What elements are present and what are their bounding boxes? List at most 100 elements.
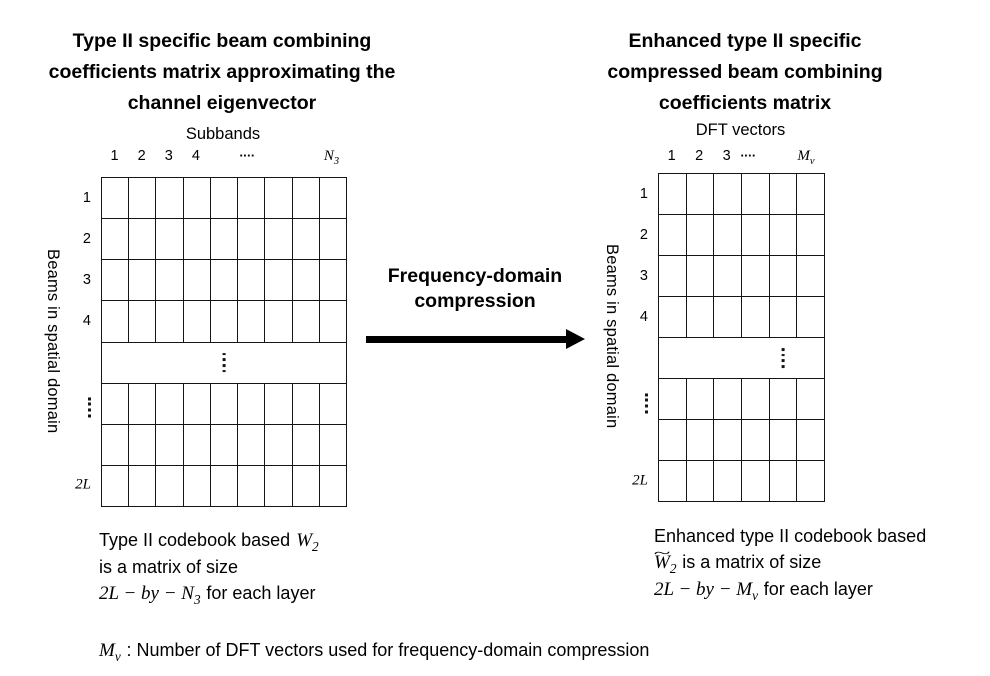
matrix-cell — [714, 215, 743, 255]
math-W2: W2 — [296, 530, 319, 554]
matrix-cell — [238, 260, 266, 301]
caption-text: is a matrix of size — [99, 557, 239, 577]
matrix-cell — [770, 256, 798, 296]
matrix-cell — [129, 178, 157, 219]
footnote: Mv: Number of DFT vectors used for frequ… — [99, 640, 650, 663]
matrix-cell — [320, 301, 346, 341]
matrix-cell — [742, 420, 770, 460]
matrix-cell — [293, 424, 320, 465]
matrix-cell — [320, 219, 346, 259]
matrix-row — [102, 260, 346, 302]
matrix-cell — [238, 178, 266, 219]
matrix-cell — [742, 256, 770, 296]
matrix-row — [659, 256, 824, 297]
right-row-label-4: 4 — [639, 308, 648, 325]
matrix-cell — [102, 260, 130, 301]
matrix-cell — [293, 383, 320, 424]
matrix-cell — [156, 465, 184, 506]
matrix-row — [102, 465, 346, 506]
matrix-row — [102, 424, 346, 466]
math-subscript: 2 — [312, 538, 319, 554]
matrix-cell — [320, 178, 346, 218]
math-W2-tilde: W~2 — [654, 546, 677, 576]
compression-label-line: compression — [414, 290, 536, 312]
left-col-label-last: N3 — [324, 148, 340, 167]
matrix-cell — [211, 424, 239, 465]
matrix-cell — [742, 461, 770, 501]
matrix-cell — [265, 260, 293, 301]
matrix-cell — [714, 297, 743, 337]
matrix-cell — [742, 174, 770, 214]
left-row-label-2: 2 — [82, 230, 91, 247]
left-coefficients-matrix — [101, 177, 347, 507]
matrix-cell — [129, 465, 157, 506]
vertical-ellipsis-icon — [222, 352, 226, 373]
matrix-cell — [211, 219, 239, 260]
matrix-row — [659, 461, 824, 501]
matrix-cell — [156, 301, 184, 342]
left-col-label-2: 2 — [137, 148, 146, 164]
left-row-label-last: 2L — [75, 476, 91, 492]
math-subscript: v — [809, 156, 815, 167]
matrix-row — [659, 379, 824, 420]
matrix-cell — [238, 301, 266, 342]
matrix-cell — [770, 420, 798, 460]
horizontal-ellipsis-icon: ···· — [239, 148, 255, 163]
matrix-cell — [293, 178, 320, 219]
matrix-cell — [265, 465, 293, 506]
matrix-row — [659, 215, 824, 256]
left-row-label-4: 4 — [82, 312, 91, 329]
math-symbol: W~ — [654, 546, 671, 576]
matrix-cell — [184, 260, 211, 301]
matrix-cell — [102, 301, 130, 342]
matrix-cell — [184, 383, 211, 424]
matrix-cell — [129, 219, 157, 260]
vertical-ellipsis-icon — [610, 384, 648, 414]
matrix-cell — [659, 379, 687, 419]
matrix-cell — [659, 420, 687, 460]
left-row-axis-label: Beams in spatial domain — [44, 248, 62, 434]
matrix-cell — [156, 178, 184, 219]
matrix-ellipsis-row — [659, 338, 824, 379]
caption-line: is a matrix of size — [99, 554, 319, 580]
matrix-cell — [129, 383, 157, 424]
matrix-row — [659, 297, 824, 338]
matrix-cell — [238, 383, 266, 424]
matrix-cell — [293, 465, 320, 506]
right-col-label-1: 1 — [667, 148, 676, 164]
matrix-cell — [742, 215, 770, 255]
matrix-row — [102, 178, 346, 220]
matrix-cell — [211, 465, 239, 506]
vertical-ellipsis-icon — [781, 348, 785, 368]
footnote-text: : Number of DFT vectors used for frequen… — [126, 640, 650, 660]
matrix-cell — [797, 215, 824, 255]
matrix-cell — [265, 424, 293, 465]
title-line: Enhanced type II specific — [628, 30, 862, 52]
matrix-cell — [797, 379, 824, 419]
matrix-row — [659, 174, 824, 215]
matrix-cell — [742, 379, 770, 419]
matrix-cell — [265, 178, 293, 219]
matrix-cell — [238, 219, 266, 260]
matrix-cell — [156, 424, 184, 465]
compression-label: Frequency-domain compression — [358, 264, 592, 314]
title-line: coefficients matrix — [658, 92, 832, 114]
matrix-cell — [659, 297, 687, 337]
matrix-cell — [797, 420, 824, 460]
matrix-cell — [184, 178, 211, 219]
math-subscript: v — [752, 587, 759, 603]
math-symbol: 2L − by − M — [654, 579, 753, 600]
title-line: compressed beam combining — [607, 61, 883, 83]
right-col-label-last: Mv — [797, 148, 815, 167]
matrix-cell — [102, 465, 130, 506]
matrix-cell — [659, 215, 687, 255]
matrix-cell — [293, 301, 320, 342]
math-subscript: 3 — [333, 156, 340, 167]
matrix-cell — [156, 260, 184, 301]
matrix-cell — [102, 424, 130, 465]
matrix-row — [659, 420, 824, 461]
caption-text: Type II codebook based — [99, 530, 291, 550]
